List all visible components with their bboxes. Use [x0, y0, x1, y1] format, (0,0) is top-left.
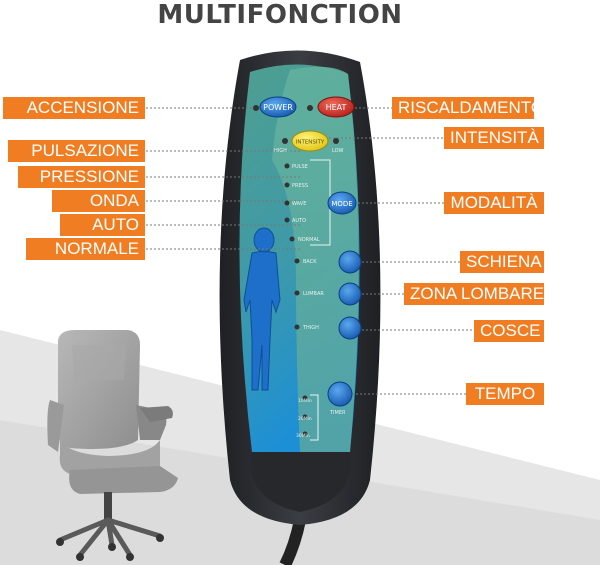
back-zone-label: BACK [303, 259, 317, 265]
power-button-label: POWER [263, 103, 293, 112]
label-pressione: PRESSIONE [18, 166, 145, 188]
label-normale: NORMALE [26, 238, 145, 260]
thigh-zone-label: THIGH [302, 325, 319, 331]
back-button[interactable] [338, 250, 362, 274]
press-mode-label: PRESS [292, 183, 308, 189]
pulse-mode-label: PULSE [292, 164, 308, 170]
lumbar-button[interactable] [338, 282, 362, 306]
mode-button-label: MODE [331, 200, 352, 208]
high-label: HIGH [274, 148, 287, 154]
intensity-button-label: INTENSITY [296, 140, 325, 146]
heat-button[interactable]: HEAT [317, 96, 355, 118]
normal-mode-label: NORMAL [298, 237, 320, 243]
label-pulsazione: PULSAZIONE [8, 140, 145, 162]
intensity-button[interactable]: INTENSITY [291, 130, 329, 152]
timer-20-label: 20Min [298, 416, 312, 422]
label-cosce: COSCE [474, 320, 544, 342]
mode-button[interactable]: MODE [327, 191, 357, 215]
heat-button-label: HEAT [326, 103, 347, 112]
wave-mode-label: WAVE [292, 201, 306, 207]
office-chair-image [47, 330, 178, 561]
label-auto: AUTO [60, 214, 145, 236]
label-tempo: TEMPO [466, 383, 544, 405]
label-schiena: SCHIENA [460, 251, 544, 273]
power-button[interactable]: POWER [259, 96, 297, 118]
timer-30-label: 30Min [296, 433, 310, 439]
low-label: LOW [332, 148, 344, 154]
label-onda: ONDA [52, 190, 145, 212]
label-intensita: INTENSITÀ [444, 127, 544, 149]
page-title: MULTIFONCTION [157, 0, 403, 30]
label-accensione: ACCENSIONE [3, 97, 145, 119]
thigh-button[interactable] [338, 316, 362, 340]
timer-10-label: 10Min [298, 398, 312, 404]
timer-button[interactable] [327, 381, 353, 407]
label-riscaldamento: RISCALDAMENTO [392, 97, 544, 119]
body-figure-icon [243, 227, 281, 391]
lumbar-zone-label: LUMBAR [303, 291, 324, 297]
label-modalita: MODALITÀ [444, 192, 544, 214]
auto-mode-label: AUTO [292, 218, 306, 224]
label-zona-lombare: ZONA LOMBARE [404, 283, 544, 305]
timer-button-label: TIMER [329, 410, 346, 416]
